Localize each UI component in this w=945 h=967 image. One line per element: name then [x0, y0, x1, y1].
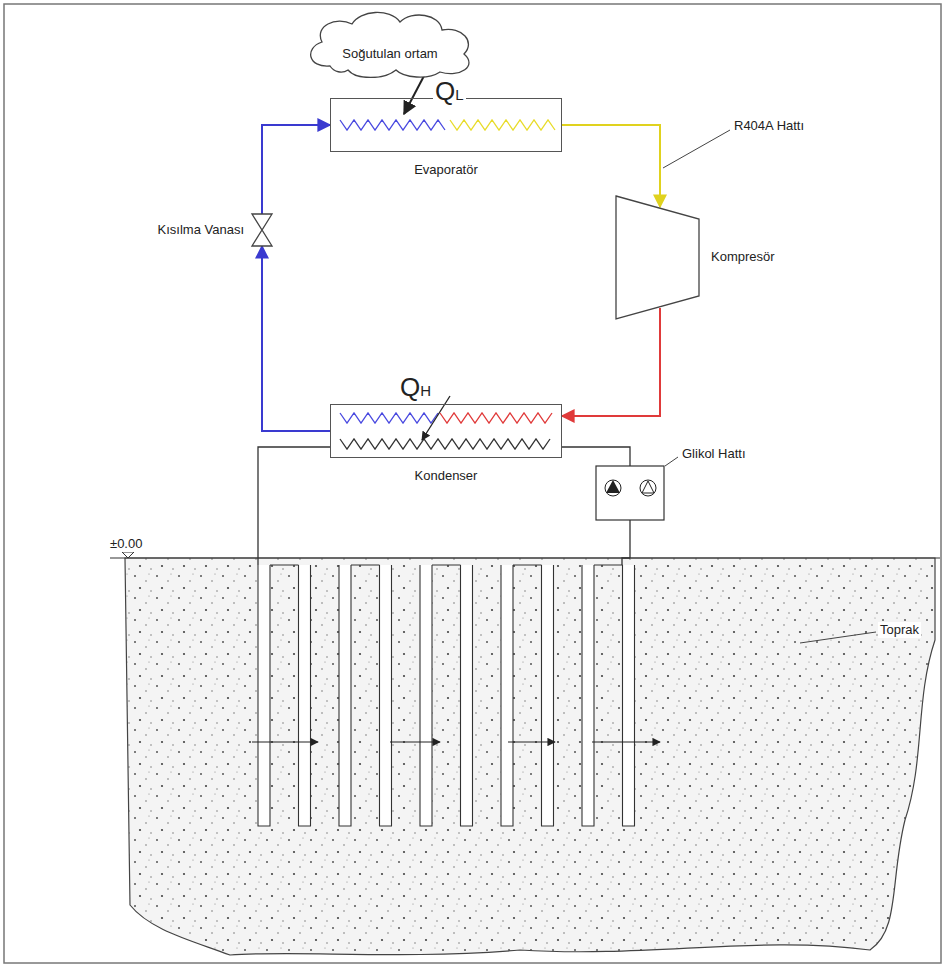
borehole [501, 565, 513, 826]
node-label: Kompresör [711, 249, 795, 265]
borehole [582, 565, 594, 826]
box-outline [330, 404, 562, 458]
level-label: ±0.00 [108, 536, 144, 552]
leader-line [663, 130, 730, 168]
connector [404, 74, 425, 114]
glycol-line [622, 520, 630, 565]
coil [450, 120, 555, 130]
pump-symbol [640, 480, 656, 496]
borehole [299, 565, 311, 826]
glycol-line [258, 447, 330, 565]
coil [340, 439, 550, 449]
condenser-box: Kondenser [330, 404, 562, 490]
heat-label: QH [398, 372, 433, 403]
heat-flow-arrow [390, 741, 440, 742]
leader-line [800, 632, 876, 643]
borehole [461, 565, 473, 826]
borehole-link [270, 565, 623, 566]
borehole [380, 565, 392, 826]
connector [262, 125, 330, 214]
node-label: Kondenser [330, 468, 562, 484]
soil-label: Toprak [878, 622, 921, 638]
line-label: R404A Hattı [732, 118, 806, 134]
pump-symbol [642, 481, 654, 493]
heat-flow-arrow [508, 741, 555, 742]
borehole [542, 565, 554, 826]
coil [340, 120, 445, 130]
connector [562, 125, 660, 207]
connector [562, 308, 660, 416]
coil [340, 413, 438, 423]
node-label: Evaporatör [330, 162, 562, 178]
expansion-valve: Kısılma Vanası [92, 210, 276, 250]
pump-symbol [606, 480, 620, 493]
pump-symbol [605, 480, 621, 496]
heat-label: QL [433, 76, 466, 107]
coil [440, 413, 552, 423]
glycol-line [562, 447, 630, 466]
node-label: Kısılma Vanası [92, 222, 244, 238]
borehole [339, 565, 351, 826]
borehole [623, 565, 635, 826]
level-mark [122, 552, 134, 558]
ground [125, 558, 935, 955]
borehole [258, 565, 270, 826]
connector [262, 246, 330, 431]
cooled-space-cloud: Soğutulan ortam [300, 8, 480, 78]
heat-flow-arrow [252, 741, 318, 742]
compressor: Kompresör [615, 195, 795, 320]
line-label: Glikol Hattı [680, 446, 748, 462]
node-label: Soğutulan ortam [300, 46, 480, 62]
cloud-outline [300, 8, 480, 78]
borehole [420, 565, 432, 826]
borehole-group [252, 565, 660, 826]
heat-flow-arrow [592, 741, 660, 742]
ground-level-line [110, 557, 940, 558]
frame [4, 4, 941, 963]
pump-box [596, 466, 664, 520]
evaporator-box: Evaporatör [330, 98, 562, 184]
leader-line [665, 457, 678, 466]
